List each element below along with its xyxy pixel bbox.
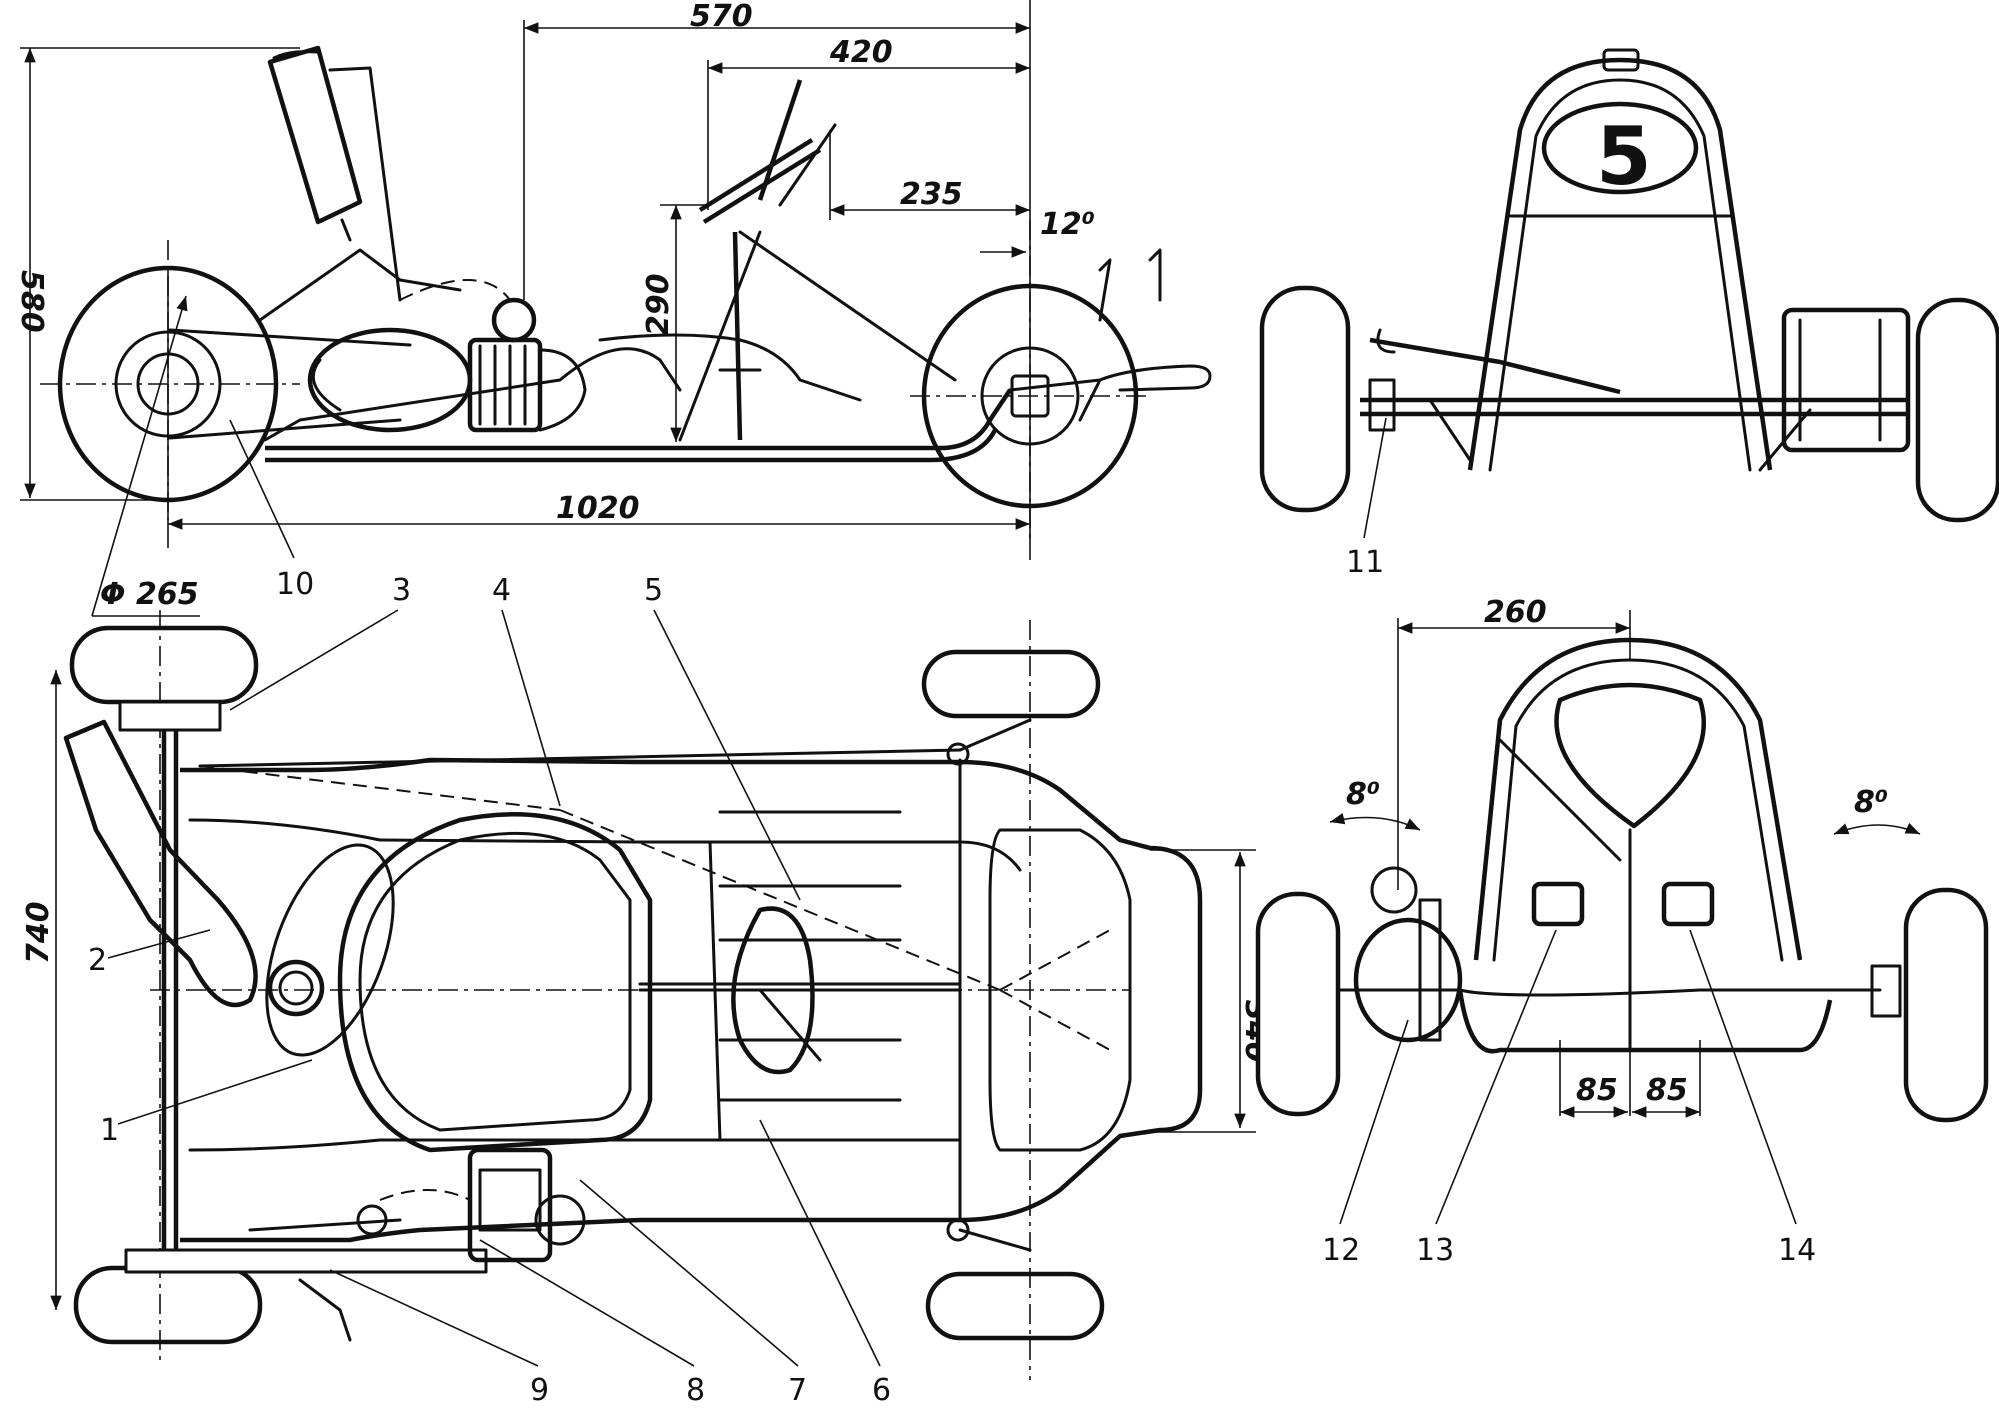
top-exhaust [63,719,395,1057]
kart-number: 5 [1596,110,1652,203]
front-view-left-wheel [1259,285,1351,513]
dim-290: 290 [641,273,676,336]
callout-12: 12 [1322,1233,1360,1268]
top-front-right-wheel [925,1271,1105,1341]
dim-12deg: 12⁰ [1040,207,1095,242]
side-dimensions: 570 420 235 12⁰ 580 290 1020 Φ 265 [14,0,1095,617]
callout-9: 9 [530,1373,549,1408]
top-footboard [718,810,902,1102]
callout-10: 10 [276,567,314,602]
side-rear-wheel [40,240,300,520]
top-view: 740 340 [21,610,1273,1380]
callout-1: 1 [100,1113,119,1148]
callout-13: 13 [1416,1233,1454,1268]
top-front-left-wheel [921,649,1101,719]
dim-phi265: Φ 265 [100,577,199,612]
callout-6: 6 [872,1373,891,1408]
rear-view: 260 8⁰ 8⁰ 85 85 [1255,595,1989,1123]
callout-7: 7 [788,1373,807,1408]
front-view-engine [1781,307,1911,453]
dim-8deg-left: 8⁰ [1346,777,1380,812]
side-frame [258,248,1212,463]
side-fuel-tank [267,45,402,302]
callout-5: 5 [644,573,663,608]
top-rear-right-wheel [73,1265,263,1345]
fuel-cap [1602,48,1640,72]
front-view-right-wheel [1915,297,1999,523]
top-steering-linkage [198,718,1111,1252]
dim-8deg-right: 8⁰ [1854,785,1888,820]
callout-3: 3 [392,573,411,608]
side-steering [678,79,957,442]
top-steering-wheel [638,906,962,1075]
top-engine [248,1147,586,1342]
top-frame [180,757,1203,1243]
callout-14: 14 [1778,1233,1816,1268]
rear-dimensions: 260 8⁰ 8⁰ 85 85 [1329,595,1921,1118]
front-view: 5 [1259,48,1999,523]
side-view: 570 420 235 12⁰ 580 290 1020 Φ 265 [14,0,1212,617]
dim-85-right: 85 [1646,1073,1688,1108]
pedal-13 [1531,881,1585,927]
top-rear-left-wheel [69,625,259,705]
dim-260: 260 [1484,595,1547,630]
dim-570: 570 [690,0,753,34]
rear-view-right-wheel [1903,887,1989,1123]
dim-580: 580 [14,270,49,333]
dim-1020: 1020 [556,491,640,526]
dim-740: 740 [21,901,56,964]
callout-11: 11 [1346,545,1384,580]
callout-2: 2 [88,943,107,978]
dim-85-left: 85 [1576,1073,1618,1108]
side-pedals [1098,248,1162,322]
callouts: 1 2 3 4 5 6 7 8 9 10 11 12 13 14 [88,417,1816,1408]
dim-420: 420 [829,35,893,70]
side-chain [168,328,412,347]
callout-4: 4 [492,573,511,608]
side-engine [307,279,587,433]
callout-8: 8 [686,1373,705,1408]
rear-view-left-wheel [1255,891,1341,1117]
dim-235: 235 [900,177,963,212]
pedal-14 [1661,881,1715,927]
